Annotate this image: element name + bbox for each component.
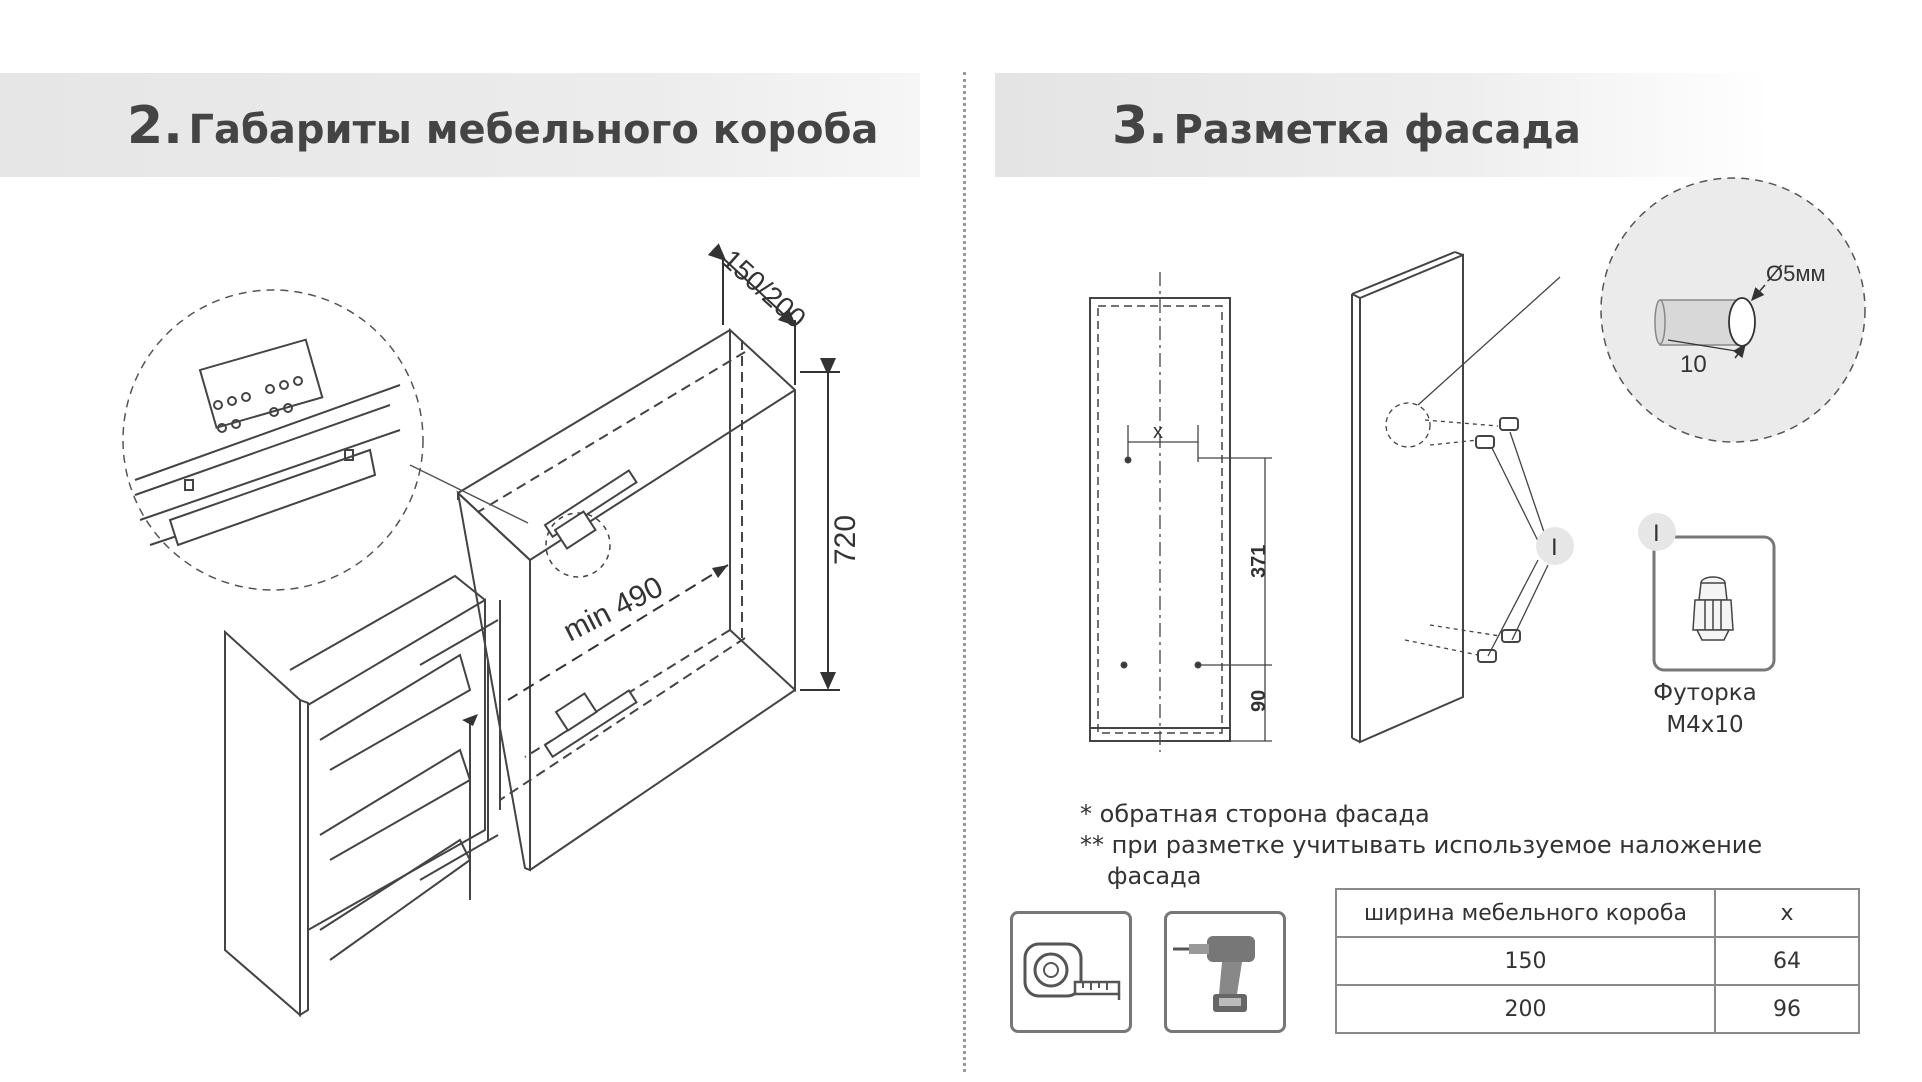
section-divider: [963, 72, 966, 1072]
height-label: 720: [829, 515, 862, 565]
dim-90-label: 90: [1248, 690, 1270, 712]
callout-circle: [1536, 527, 1574, 565]
table-header-x: x: [1714, 888, 1860, 938]
runner-detail-circle: [122, 289, 529, 591]
section-2-number: 2.: [127, 96, 183, 156]
x-dimension-label: x: [1153, 421, 1163, 443]
table-cell: 200: [1335, 984, 1716, 1034]
section-2-banner: [0, 73, 920, 177]
section-3-banner: [995, 73, 1770, 177]
note-overlay: ** при разметке учитывать используемое н…: [1080, 831, 1763, 859]
pullout-basket: [224, 574, 501, 1018]
section-2-title: 2. Габариты мебельного короба: [127, 96, 878, 156]
callout-label: I: [1551, 534, 1558, 561]
futorka-label: Футорка M4x10: [1640, 677, 1770, 741]
depth-dimension-line: [507, 564, 729, 701]
tape-measure-icon: [1023, 942, 1121, 1000]
width-table: ширина мебельного короба x 150 64 200 96: [1335, 888, 1860, 1034]
futorka-icon: [1692, 576, 1734, 641]
section-2-heading: Габариты мебельного короба: [188, 107, 879, 153]
table-cell: 96: [1714, 984, 1860, 1034]
futorka-size: M4x10: [1666, 712, 1744, 738]
facade-front-view: [1089, 272, 1272, 752]
depth-10-label: 10: [1680, 351, 1707, 378]
futorka-name: Футорка: [1653, 680, 1757, 706]
note-back-side: * обратная сторона фасада: [1080, 800, 1430, 828]
dim-371-label: 371: [1248, 545, 1270, 578]
drill-hole-detail: [1600, 177, 1866, 443]
drill-icon-box: [1164, 911, 1286, 1033]
table-header-width: ширина мебельного короба: [1335, 888, 1716, 938]
depth-arrow-icon: [712, 565, 728, 578]
height-dimension: [800, 358, 840, 691]
table-header-row: ширина мебельного короба x: [1335, 888, 1860, 938]
facade-panel: [1351, 251, 1561, 744]
section-3-heading: Разметка фасада: [1173, 107, 1581, 153]
depth-arrow-icon: [462, 714, 478, 726]
width-label: 150/200: [716, 243, 812, 334]
tape-measure-icon-box: [1010, 911, 1132, 1033]
width-dimension: [707, 243, 797, 385]
cabinet-drawing: [456, 327, 796, 872]
futorka-callout-circle: [1638, 513, 1676, 551]
drill-icon: [1173, 936, 1255, 1012]
table-cell: 64: [1714, 936, 1860, 986]
table-cell: 150: [1335, 936, 1716, 986]
futorka-callout-label: I: [1653, 520, 1660, 547]
table-row: 150 64: [1335, 936, 1860, 986]
table-row: 200 96: [1335, 984, 1860, 1034]
diameter-label: Ø5мм: [1766, 261, 1826, 286]
section-3-title: 3. Разметка фасада: [1112, 96, 1581, 156]
section-3-number: 3.: [1112, 96, 1168, 156]
note-overlay-cont: фасада: [1107, 862, 1202, 890]
